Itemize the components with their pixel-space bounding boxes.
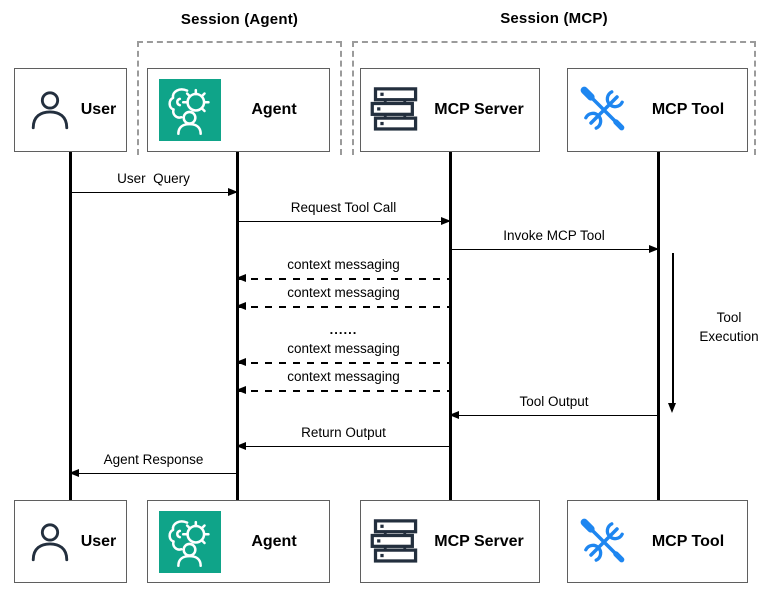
lifeline-user: [68, 152, 72, 500]
person-icon: [27, 519, 73, 565]
actor-agent-bottom: Agent: [147, 500, 330, 583]
actor-user-label: User: [80, 101, 117, 118]
dashed-arrow-left: [236, 274, 450, 283]
message-return-output: Return Output: [236, 424, 450, 450]
message-user-query: User Query: [70, 170, 238, 196]
message-invoke-mcp-tool: Invoke MCP Tool: [450, 227, 659, 253]
actor-agent-label: Agent: [251, 101, 297, 118]
arrow-right: [450, 244, 659, 253]
session-mcp-title: Session (MCP): [500, 10, 608, 27]
lifeline-agent: [235, 152, 239, 500]
actor-mcp-server-label: MCP Server: [434, 532, 524, 550]
server-stack-icon: [369, 516, 421, 568]
message-label: context messaging: [287, 341, 400, 356]
actor-agent-top: Agent: [147, 68, 330, 152]
message-label: Request Tool Call: [290, 200, 397, 215]
message-context-messaging-3: context messaging: [236, 340, 450, 367]
arrow-left: [69, 468, 237, 477]
actor-mcp-server-label: MCP Server: [434, 101, 524, 118]
message-label: context messaging: [287, 369, 400, 384]
lifeline-mcp-server: [448, 152, 452, 500]
agent-ai-icon: [159, 510, 221, 573]
arrow-left: [236, 441, 450, 450]
message-context-messaging-2: context messaging: [236, 284, 450, 311]
message-label: Return Output: [301, 425, 386, 440]
actor-mcp-tool-bottom: MCP Tool: [567, 500, 748, 583]
session-agent-title: Session (Agent): [180, 11, 299, 28]
actor-user-top: User: [14, 68, 127, 152]
message-context-messaging-1: context messaging: [236, 256, 450, 283]
actor-mcp-server-top: MCP Server: [360, 68, 540, 152]
message-tool-output: Tool Output: [449, 393, 658, 419]
message-label: Invoke MCP Tool: [503, 228, 605, 243]
message-label: User Query: [117, 171, 190, 186]
actor-mcp-server-bottom: MCP Server: [360, 500, 540, 583]
lifeline-mcp-tool: [656, 152, 660, 500]
actor-user-bottom: User: [14, 500, 127, 583]
message-label: Agent Response: [103, 452, 204, 467]
actor-mcp-tool-label: MCP Tool: [651, 101, 725, 118]
dashed-arrow-left: [236, 358, 450, 367]
session-agent-boundary: [137, 41, 342, 155]
dashed-arrow-left: [236, 302, 450, 311]
agent-ai-icon: [159, 79, 221, 141]
actor-mcp-tool-label: MCP Tool: [651, 532, 725, 550]
message-label: Tool Output: [519, 394, 589, 409]
arrow-right: [237, 216, 451, 225]
session-mcp-boundary: [352, 41, 756, 155]
message-label: context messaging: [287, 285, 400, 300]
dashed-arrow-left: [236, 386, 450, 395]
tool-execution-label: Tool Execution: [699, 310, 759, 344]
message-label: context messaging: [287, 257, 400, 272]
ellipsis-label: ......: [329, 322, 358, 337]
message-request-tool-call: Request Tool Call: [237, 199, 451, 225]
crossed-tools-icon: [577, 83, 631, 137]
actor-user-label: User: [80, 532, 117, 550]
actor-agent-label: Agent: [251, 532, 297, 550]
message-agent-response: Agent Response: [69, 451, 237, 477]
crossed-tools-icon: [577, 515, 631, 569]
actor-mcp-tool-top: MCP Tool: [567, 68, 748, 152]
message-context-messaging-4: context messaging: [236, 368, 450, 395]
tool-execution-arrow: [668, 253, 676, 413]
arrow-right: [70, 187, 238, 196]
person-icon: [27, 87, 73, 133]
server-stack-icon: [369, 84, 421, 136]
arrow-left: [449, 410, 658, 419]
